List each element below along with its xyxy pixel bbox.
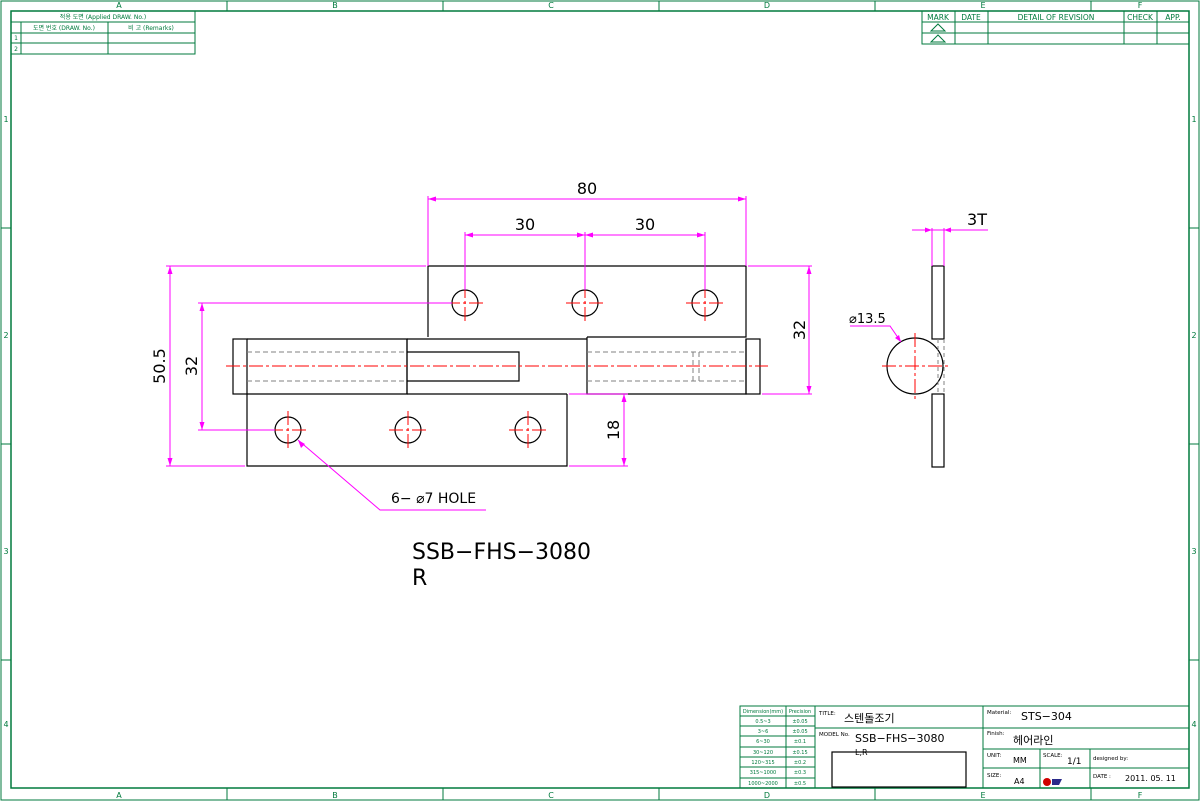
tol-range-7: 1000~2000 (748, 781, 778, 787)
applied-table-row-2: 2 (14, 46, 18, 53)
dim-18-label: 18 (604, 420, 623, 440)
frame-labels: A B C D E F A B C D E F 1 2 3 4 1 2 3 4 (3, 1, 1196, 800)
applied-table-header: 적용 도면 (Applied DRAW. No.) (60, 13, 146, 21)
tol-range-2: 3~6 (758, 729, 769, 735)
hole-note-label: 6− ⌀7 HOLE (391, 491, 476, 507)
col-label-bottom-c: C (548, 791, 554, 800)
dimension-arrows (167, 196, 812, 466)
dimension-lines (166, 196, 812, 511)
scale-value: 1/1 (1067, 757, 1081, 767)
part-number-label: SSB−FHS−3080 (412, 540, 591, 565)
revision-triangle-icon (929, 23, 947, 43)
revision-col-mark: MARK (927, 13, 950, 22)
col-label-top-b: B (332, 1, 338, 10)
col-label-bottom-d: D (764, 791, 770, 800)
material-label: Material: (987, 710, 1011, 716)
row-label-right-3: 3 (1191, 547, 1196, 556)
unit-value: MM (1013, 756, 1027, 765)
dim-3t-label: 3T (967, 210, 987, 229)
col-label-top-e: E (980, 1, 985, 10)
tol-prec-7: ±0.5 (794, 781, 806, 787)
material-value: STS−304 (1021, 710, 1072, 723)
center-lines (226, 284, 768, 449)
revision-col-check: CHECK (1127, 13, 1154, 22)
row-label-left-3: 3 (3, 547, 8, 556)
tol-prec-3: ±0.1 (794, 739, 806, 745)
title-block: Dimension(mm) Precision 0.5~3 ±0.05 3~6 … (739, 705, 1190, 789)
revision-col-detail: DETAIL OF REVISION (1018, 13, 1095, 22)
tol-prec-6: ±0.3 (794, 770, 806, 776)
revision-col-date: DATE (961, 13, 981, 22)
model-sub-value: L,R (855, 748, 868, 757)
tol-range-6: 315~1000 (750, 770, 776, 776)
applied-table-row-1: 1 (14, 35, 18, 42)
company-logo-icon (1043, 778, 1062, 786)
row-label-right-1: 1 (1191, 115, 1196, 124)
dim-30-left-label: 30 (515, 215, 535, 234)
revision-table: MARK DATE DETAIL OF REVISION CHECK APP. (921, 10, 1190, 45)
tol-header-prec: Precision (789, 709, 811, 715)
hinge-side-view: 3T ⌀13.5 (849, 210, 988, 468)
tol-range-1: 0.5~3 (755, 719, 770, 725)
model-box (831, 751, 967, 788)
dim-32-right-label: 32 (790, 320, 809, 340)
tol-prec-1: ±0.05 (792, 719, 807, 725)
row-label-right-2: 2 (1191, 331, 1196, 340)
dim-diameter-label: ⌀13.5 (849, 312, 886, 327)
hidden-lines (247, 351, 746, 382)
tol-range-4: 30~120 (753, 750, 773, 756)
hinge-front-view: 80 30 30 32 50.5 32 18 6− ⌀7 HOLE (150, 179, 812, 511)
designed-label: designed by: (1093, 756, 1128, 762)
row-label-left-4: 4 (3, 720, 8, 729)
tol-prec-4: ±0.15 (792, 750, 807, 756)
finish-value: 헤어라인 (1013, 734, 1053, 747)
model-value: SSB−FHS−3080 (855, 732, 945, 745)
scale-label: SCALE: (1043, 753, 1063, 759)
date-value: 2011. 05. 11 (1125, 774, 1176, 783)
col-label-bottom-a: A (116, 791, 122, 800)
tol-prec-2: ±0.05 (792, 729, 807, 735)
applied-table-col-remarks: 비 고 (Remarks) (128, 24, 174, 32)
row-label-left-2: 2 (3, 331, 8, 340)
row-label-left-1: 1 (3, 115, 8, 124)
row-label-right-4: 4 (1191, 720, 1196, 729)
model-label: MODEL No. (819, 732, 850, 738)
tol-prec-5: ±0.2 (794, 760, 806, 766)
date-label: DATE : (1093, 774, 1111, 780)
col-label-top-a: A (116, 1, 122, 10)
dim-30-right-label: 30 (635, 215, 655, 234)
col-label-bottom-b: B (332, 791, 338, 800)
title-value: 스텐돌조기 (844, 712, 895, 725)
dim-50-5-label: 50.5 (150, 348, 169, 384)
size-label: SIZE: (987, 773, 1001, 779)
applied-table-col-drawno: 도면 번호 (DRAW. No.) (33, 24, 95, 32)
applied-drawing-table: 적용 도면 (Applied DRAW. No.) 도면 번호 (DRAW. N… (10, 10, 196, 55)
unit-label: UNIT: (987, 753, 1002, 759)
dim-80-label: 80 (577, 179, 597, 198)
col-label-top-f: F (1138, 1, 1143, 10)
tol-header-dim: Dimension(mm) (743, 709, 783, 715)
col-label-bottom-e: E (980, 791, 985, 800)
tol-range-3: 6~30 (756, 739, 770, 745)
col-label-bottom-f: F (1138, 791, 1143, 800)
finish-label: Finish: (987, 731, 1005, 737)
col-label-top-c: C (548, 1, 554, 10)
part-side-label: R (412, 566, 427, 591)
tol-range-5: 120~315 (751, 760, 774, 766)
size-value: A4 (1014, 777, 1025, 786)
dim-32-left-label: 32 (182, 356, 201, 376)
title-label: TITLE: (818, 711, 836, 717)
col-label-top-d: D (764, 1, 770, 10)
revision-col-app: APP. (1165, 13, 1180, 22)
